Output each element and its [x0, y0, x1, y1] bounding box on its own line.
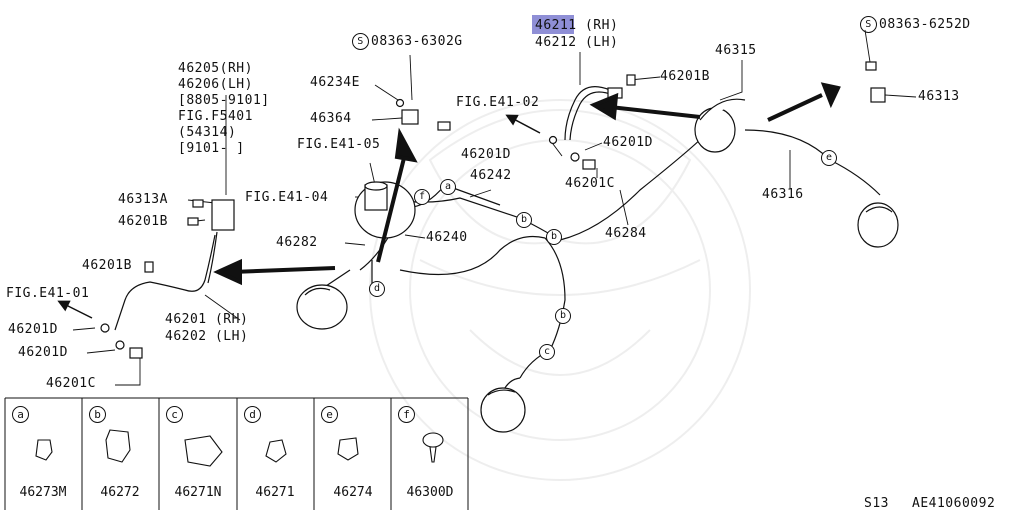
- part-number: 08363-6302G: [371, 33, 463, 49]
- part-label-46234e[interactable]: 46234E: [310, 75, 360, 90]
- bolt-code-right[interactable]: S 08363-6252D: [860, 16, 971, 33]
- brake-assemblies: [100, 61, 899, 433]
- part-label-46282[interactable]: 46282: [276, 235, 318, 250]
- part-label-46201d-right[interactable]: 46201D: [603, 135, 653, 150]
- part-label-46201b-left[interactable]: 46201B: [118, 214, 168, 229]
- date-range-2: [9101- ]: [178, 141, 245, 156]
- part-label-46315[interactable]: 46315: [715, 43, 757, 58]
- model-code: S13: [864, 496, 889, 510]
- legend-key-c: c: [166, 406, 183, 423]
- legend-part-46271[interactable]: 46271: [255, 485, 295, 500]
- part-label-46201b-top[interactable]: 46201B: [660, 69, 710, 84]
- legend-key-a: a: [12, 406, 29, 423]
- watermark-crest: [369, 99, 751, 481]
- direction-arrows: [213, 82, 841, 286]
- fig-ref-e41-05[interactable]: FIG.E41-05: [297, 137, 381, 152]
- part-label-46201d-mid[interactable]: 46201D: [461, 147, 511, 162]
- fig-ref-f5401[interactable]: FIG.F5401: [178, 109, 253, 124]
- legend-table-lines: [4, 397, 469, 510]
- part-label-46202[interactable]: 46202 (LH): [165, 329, 249, 344]
- legend-key-d: d: [244, 406, 261, 423]
- callout-b[interactable]: b: [516, 212, 532, 228]
- leader-lines: [72, 29, 917, 386]
- legend-part-46271n[interactable]: 46271N: [174, 485, 222, 500]
- part-label-46240[interactable]: 46240: [426, 230, 468, 245]
- callout-b[interactable]: b: [555, 308, 571, 324]
- legend-key-e: e: [321, 406, 338, 423]
- s-circle-icon: S: [352, 33, 369, 50]
- callout-d[interactable]: d: [369, 281, 385, 297]
- part-label-46201d-l2[interactable]: 46201D: [18, 345, 68, 360]
- fig-ref-e41-04[interactable]: FIG.E41-04: [245, 190, 329, 205]
- part-label-46364[interactable]: 46364: [310, 111, 352, 126]
- diagram-code: AE41060092: [912, 496, 996, 510]
- fig-ref-e41-02[interactable]: FIG.E41-02: [456, 95, 540, 110]
- legend-key-b: b: [89, 406, 106, 423]
- part-label-46205[interactable]: 46205(RH): [178, 61, 253, 76]
- small-arrows: [57, 114, 541, 319]
- fig-ref-e41-01[interactable]: FIG.E41-01: [6, 286, 90, 301]
- part-label-46316[interactable]: 46316: [762, 187, 804, 202]
- part-label-46212[interactable]: 46212 (LH): [535, 35, 619, 50]
- legend-part-46273m[interactable]: 46273M: [19, 485, 67, 500]
- legend-part-46274[interactable]: 46274: [333, 485, 373, 500]
- part-label-46201d-l1[interactable]: 46201D: [8, 322, 58, 337]
- part-label-46206[interactable]: 46206(LH): [178, 77, 253, 92]
- part-label-46201c-mid[interactable]: 46201C: [565, 176, 615, 191]
- legend-part-46272[interactable]: 46272: [100, 485, 140, 500]
- part-label-46284[interactable]: 46284: [605, 226, 647, 241]
- date-range-1: [8805-9101]: [178, 93, 270, 108]
- part-label-54314[interactable]: (54314): [178, 125, 237, 140]
- part-label-46313a[interactable]: 46313A: [118, 192, 168, 207]
- bolt-code-left[interactable]: S 08363-6302G: [352, 33, 463, 50]
- callout-f[interactable]: f: [414, 189, 430, 205]
- part-label-46201b-lower[interactable]: 46201B: [82, 258, 132, 273]
- part-label-46211[interactable]: 46211 (RH): [535, 18, 619, 33]
- legend-key-f: f: [398, 406, 415, 423]
- selected-part-highlight: [532, 15, 574, 34]
- callout-e[interactable]: e: [821, 150, 837, 166]
- part-label-46313[interactable]: 46313: [918, 89, 960, 104]
- callout-a[interactable]: a: [440, 179, 456, 195]
- s-circle-icon: S: [860, 16, 877, 33]
- part-number: 08363-6252D: [879, 16, 971, 32]
- callout-c[interactable]: c: [539, 344, 555, 360]
- part-label-46201[interactable]: 46201 (RH): [165, 312, 249, 327]
- part-label-46201c-left[interactable]: 46201C: [46, 376, 96, 391]
- legend-part-icons: [35, 429, 444, 467]
- legend-part-46300d[interactable]: 46300D: [406, 485, 454, 500]
- part-label-46242[interactable]: 46242: [470, 168, 512, 183]
- callout-b[interactable]: b: [546, 229, 562, 245]
